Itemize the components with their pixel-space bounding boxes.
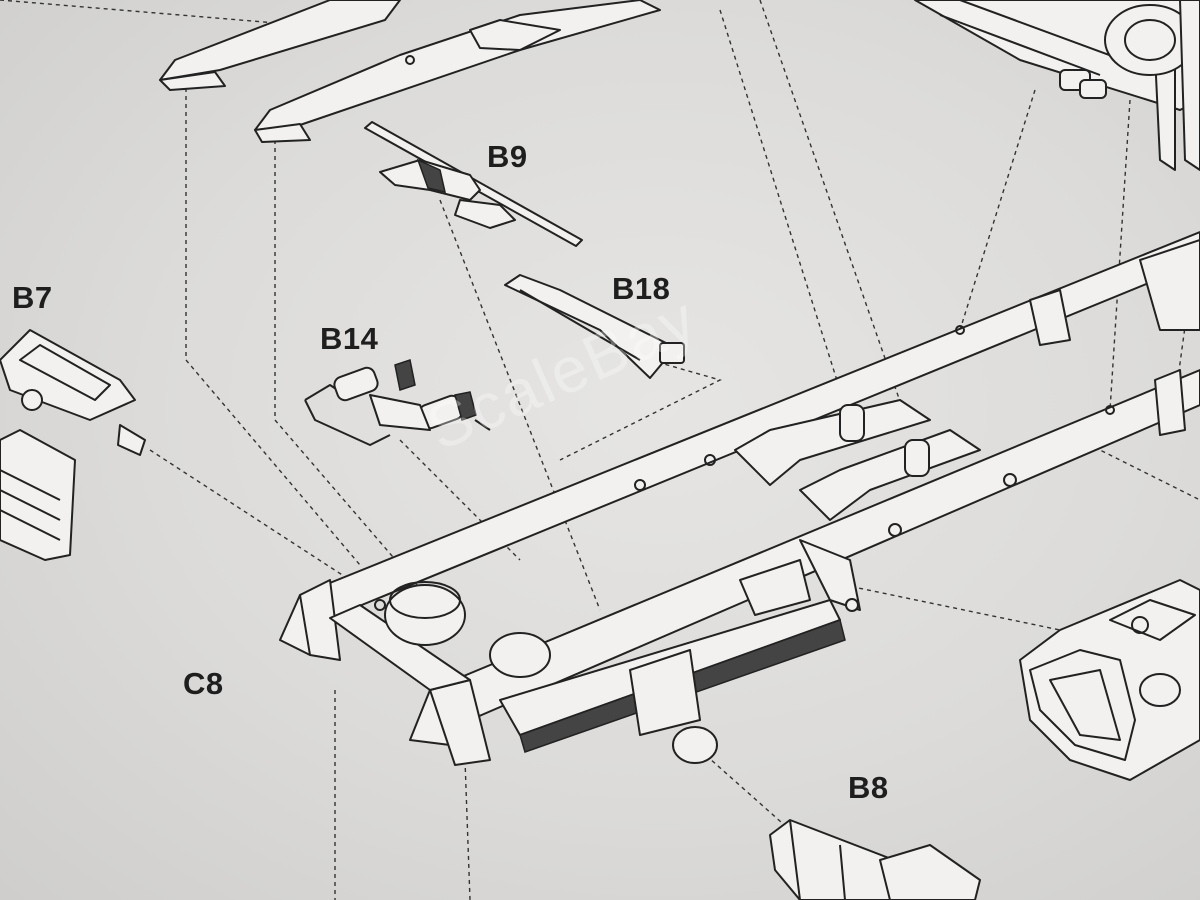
tank-assembly bbox=[1019, 579, 1200, 781]
part-b7 bbox=[0, 329, 146, 561]
callout-b9: B9 bbox=[487, 139, 528, 174]
rear-frame bbox=[914, 0, 1200, 171]
part-b9 bbox=[364, 121, 583, 247]
callout-b14: B14 bbox=[320, 321, 379, 356]
chassis-frame bbox=[279, 231, 1200, 766]
leaf-spring-assembly bbox=[384, 539, 861, 764]
callout-c8: C8 bbox=[183, 666, 224, 701]
part-b14 bbox=[304, 359, 491, 446]
part-b18 bbox=[504, 274, 685, 379]
callout-b18: B18 bbox=[612, 271, 671, 306]
part-b8 bbox=[769, 819, 981, 900]
callout-b8: B8 bbox=[848, 770, 889, 805]
callout-b7: B7 bbox=[12, 280, 53, 315]
upper-frame-parts bbox=[159, 0, 661, 143]
